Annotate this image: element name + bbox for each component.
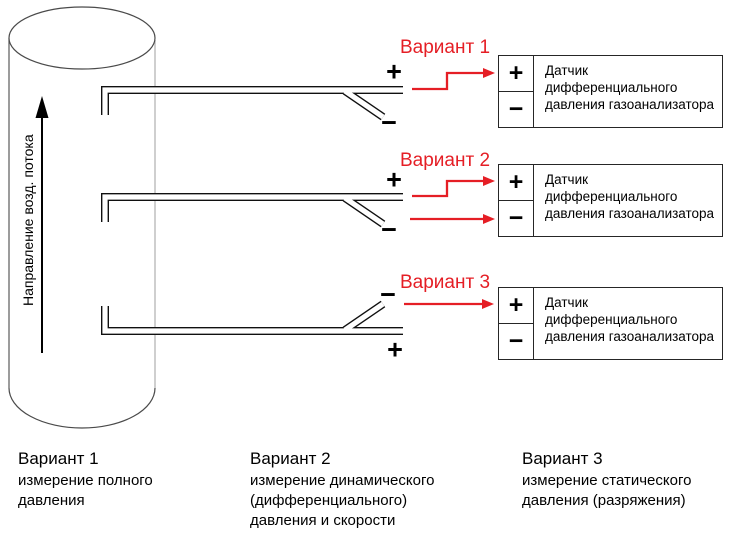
sensor-box-3: + − Датчик дифференциального давления га… xyxy=(498,287,723,360)
pitot-probe-2 xyxy=(101,193,403,228)
caption-line: давления xyxy=(18,492,85,509)
sensor-box-line: дифференциального xyxy=(545,80,678,95)
sensor-box-2: + − Датчик дифференциального давления га… xyxy=(498,164,723,237)
sensor-box-line: дифференциального xyxy=(545,312,678,327)
probe-3-plus-sign: + xyxy=(387,334,403,365)
sensor-box-line: Датчик xyxy=(545,172,589,187)
terminal-plus: + xyxy=(508,291,524,319)
sensor-box-line: Датчик xyxy=(545,295,589,310)
caption-line: измерение полного xyxy=(18,472,153,489)
arrow-head-icon xyxy=(482,299,494,309)
pitot-probe-3 xyxy=(101,300,403,335)
duct-top-ellipse xyxy=(8,6,156,70)
flow-arrow xyxy=(35,96,49,353)
duct-cylinder xyxy=(8,6,156,429)
terminal-minus: − xyxy=(499,91,533,127)
sensor-box-line: дифференциального xyxy=(545,189,678,204)
caption-line: давления и скорости xyxy=(250,512,396,529)
sensor-box-terminals: + − xyxy=(499,288,534,359)
duct-bottom-arc xyxy=(8,387,156,429)
arrow-head-icon xyxy=(483,214,495,224)
connector-arrow-3 xyxy=(404,299,494,309)
probe-1-minus-sign: − xyxy=(381,107,397,138)
sensor-box-line: Датчик xyxy=(545,63,589,78)
flow-direction-label: Направление возд. потока xyxy=(20,134,36,306)
sensor-box-label: Датчик дифференциального давления газоан… xyxy=(534,56,722,127)
caption-line: измерение статического xyxy=(522,472,692,489)
variant-1-label: Вариант 1 xyxy=(400,37,491,58)
sensor-box-terminals: + − xyxy=(499,56,534,127)
terminal-minus: − xyxy=(499,200,533,236)
sensor-box-line: давления газоанализатора xyxy=(545,206,715,221)
probe-2-minus-sign: − xyxy=(381,214,397,245)
caption-variant-1: Вариант 1 измерение полного давления xyxy=(18,448,153,511)
sensor-box-line: давления газоанализатора xyxy=(545,97,715,112)
pitot-probe-1 xyxy=(101,86,403,121)
arrow-head-icon xyxy=(483,176,495,186)
probe-2-plus-sign: + xyxy=(386,164,402,195)
terminal-plus: + xyxy=(508,168,524,196)
flow-arrow-head xyxy=(35,96,49,118)
caption-line: измерение динамического xyxy=(250,472,435,489)
sensor-box-label: Датчик дифференциального давления газоан… xyxy=(534,288,722,359)
probe-1-plus-sign: + xyxy=(386,56,402,87)
arrow-head-icon xyxy=(483,68,495,78)
sensor-box-terminals: + − xyxy=(499,165,534,236)
terminal-minus: − xyxy=(499,323,533,359)
connector-arrow-2-plus xyxy=(412,176,495,198)
caption-title: Вариант 1 xyxy=(18,449,99,468)
variant-2-label: Вариант 2 xyxy=(400,150,491,171)
terminal-plus: + xyxy=(508,59,524,87)
caption-variant-2: Вариант 2 измерение динамического (диффе… xyxy=(250,448,434,531)
sensor-box-label: Датчик дифференциального давления газоан… xyxy=(534,165,722,236)
sensor-box-line: давления газоанализатора xyxy=(545,329,715,344)
sensor-box-1: + − Датчик дифференциального давления га… xyxy=(498,55,723,128)
connector-arrow-1 xyxy=(412,68,495,91)
probe-3-minus-sign: − xyxy=(380,279,396,310)
caption-line: давления (разряжения) xyxy=(522,492,686,509)
variant-3-label: Вариант 3 xyxy=(400,272,491,293)
caption-title: Вариант 3 xyxy=(522,449,603,468)
caption-variant-3: Вариант 3 измерение статического давлени… xyxy=(522,448,691,511)
caption-title: Вариант 2 xyxy=(250,449,331,468)
connector-arrow-2-minus xyxy=(410,214,495,224)
caption-line: (дифференциального) xyxy=(250,492,408,509)
